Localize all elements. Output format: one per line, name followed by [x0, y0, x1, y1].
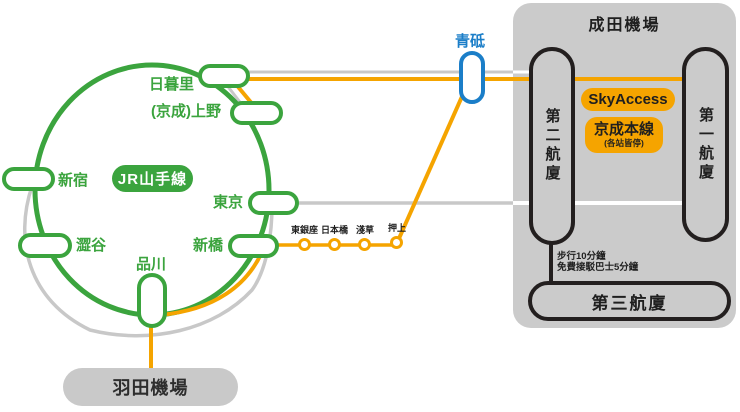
terminal2-label: 第二航廈 — [543, 108, 561, 184]
terminal1-label: 第一航廈 — [697, 106, 714, 183]
station-marker-shimbashi — [228, 234, 279, 258]
keikyu-shimbashi-shinagawa-line — [159, 251, 264, 317]
walk-note: 步行10分鐘 — [557, 251, 606, 262]
station-dot-asakusa — [358, 238, 371, 251]
oshiage-aoto-line — [395, 82, 470, 244]
station-label-aoto: 青砥 — [455, 33, 486, 50]
station-dot-higashi-ginza — [298, 238, 311, 251]
narita-airport-title: 成田機場 — [588, 17, 661, 34]
skyaccess-badge: SkyAccess — [581, 88, 675, 111]
station-label-asakusa: 淺草 — [356, 225, 375, 235]
station-label-nihombashi: 日本橋 — [321, 225, 349, 235]
station-dot-oshiage — [390, 236, 403, 249]
station-marker-shinagawa — [137, 273, 167, 328]
keisei-main-line-label: 京成本線 — [593, 121, 654, 139]
station-label-shinagawa: 品川 — [136, 256, 167, 273]
station-label-shimbashi: 新橋 — [193, 237, 224, 254]
station-marker-keisei-ueno — [230, 101, 283, 125]
haneda-airport-label: 羽田機場 — [112, 378, 189, 398]
keisei-main-line-note: (各站皆停) — [604, 137, 644, 148]
station-dot-nihombashi — [328, 238, 341, 251]
station-marker-shinjuku — [2, 167, 55, 191]
station-label-oshiage: 押上 — [388, 223, 407, 233]
station-label-nippori: 日暮里 — [149, 76, 195, 93]
yamanote-line-badge: JR山手線 — [112, 165, 193, 192]
terminal1-capsule: 第一航廈 — [682, 47, 729, 242]
station-marker-aoto — [459, 51, 485, 104]
station-marker-nippori — [198, 64, 250, 88]
station-label-shinjuku: 新宿 — [58, 172, 89, 189]
station-label-tokyo: 東京 — [213, 194, 244, 211]
shuttle-bus-note: 免費接駁巴士5分鐘 — [557, 262, 639, 273]
terminal3-capsule: 第三航廈 — [528, 281, 731, 321]
station-label-keisei-ueno: (京成)上野 — [151, 103, 221, 120]
terminal3-label: 第三航廈 — [591, 293, 668, 313]
keisei-main-line-badge: 京成本線 (各站皆停) — [585, 117, 663, 153]
station-marker-tokyo — [248, 191, 299, 215]
haneda-airport-box: 羽田機場 — [63, 368, 238, 406]
station-label-higashi-ginza: 東銀座 — [291, 225, 319, 235]
yamanote-line-label: JR山手線 — [117, 171, 188, 188]
terminal2-capsule: 第二航廈 — [529, 47, 575, 245]
skyaccess-label: SkyAccess — [588, 91, 668, 108]
station-label-shibuya: 澀谷 — [76, 237, 107, 254]
station-marker-shibuya — [18, 233, 72, 258]
